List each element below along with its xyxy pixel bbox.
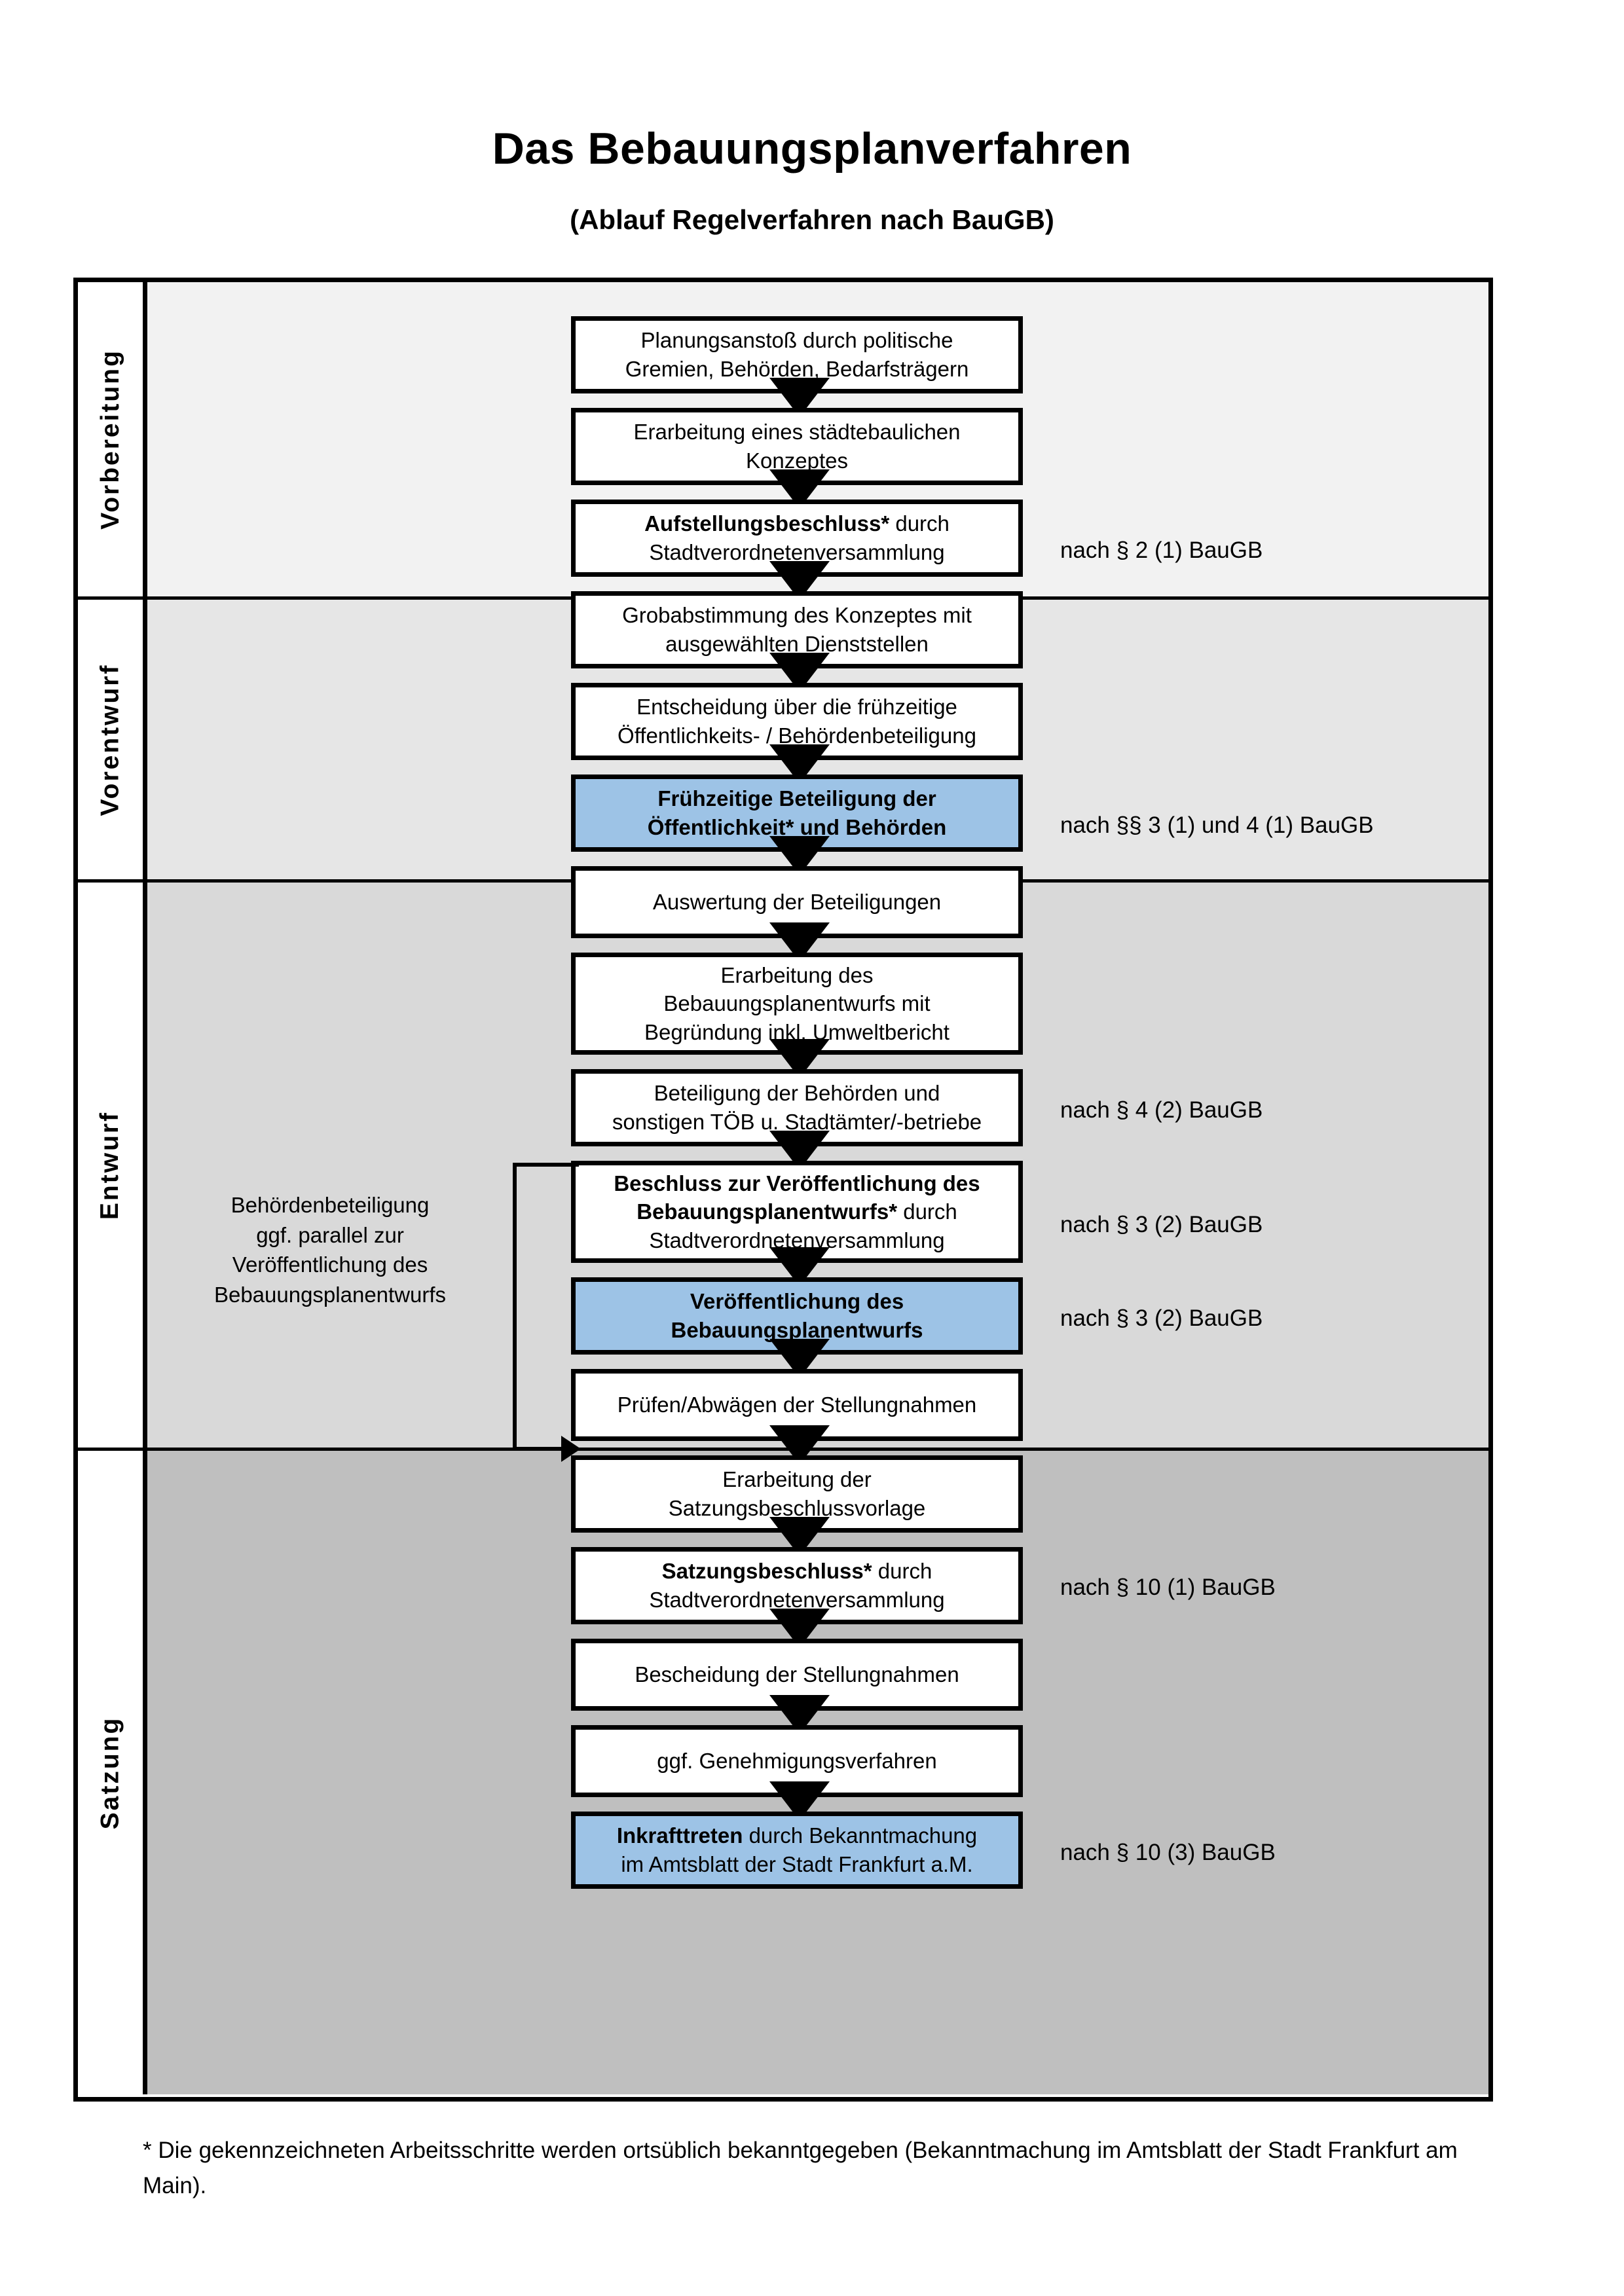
step-line-1: ggf. Genehmigungsverfahren — [657, 1749, 937, 1774]
phase-label-entwurf: Entwurf — [78, 883, 147, 1448]
step-line-2: ausgewählten Dienststellen — [665, 632, 929, 656]
step-satzungsbeschluss[interactable]: Satzungsbeschluss* durch Stadtverordnete… — [571, 1547, 1023, 1624]
side-note-behoerdenbeteiligung: Behördenbeteiligung ggf. parallel zur Ve… — [189, 1190, 471, 1309]
legal-ref-par3-2-b: nach § 3 (2) BauGB — [1060, 1305, 1263, 1331]
process-flowchart: Vorbereitung Vorentwurf Entwurf Satzung … — [73, 278, 1493, 2102]
side-note-line-4: Bebauungsplanentwurfs — [213, 1282, 447, 1307]
step-line-1: durch — [872, 1559, 932, 1584]
step-line-2: Gremien, Behörden, Bedarfsträgern — [625, 357, 969, 381]
step-line-2: Öffentlichkeits- / Behördenbeteiligung — [618, 723, 976, 748]
step-line-1: Planungsanstoß durch politische — [640, 328, 953, 353]
legal-ref-par10-3: nach § 10 (3) BauGB — [1060, 1840, 1276, 1865]
document-header: Das Bebauungsplanverfahren (Ablauf Regel… — [0, 0, 1624, 235]
step-line-1: Erarbeitung des — [720, 962, 874, 987]
step-line-1: durch Bekanntmachung — [743, 1823, 978, 1848]
step-line-1: Auswertung der Beteiligungen — [652, 890, 942, 915]
loop-arrowhead-icon — [561, 1436, 581, 1462]
legal-ref-par10-1: nach § 10 (1) BauGB — [1060, 1575, 1276, 1600]
step-line-2: Satzungsbeschlussvorlage — [668, 1496, 926, 1520]
step-line-2-bold: Öffentlichkeit* und Behörden — [647, 815, 947, 839]
step-line-2: Stadtverordnetenversammlung — [649, 1588, 945, 1612]
page-title: Das Bebauungsplanverfahren — [492, 124, 1132, 173]
step-line-2: Konzeptes — [746, 448, 848, 473]
side-note-line-2: ggf. parallel zur — [256, 1222, 404, 1247]
loop-segment-top — [513, 1163, 579, 1167]
legal-ref-par4-2: nach § 4 (2) BauGB — [1060, 1097, 1263, 1123]
phase-label-text: Vorentwurf — [96, 663, 124, 816]
step-line-1-bold: Veröffentlichung des — [690, 1289, 904, 1314]
parallel-loop-connector — [504, 1163, 581, 1462]
footnote: * Die gekennzeichneten Arbeitsschritte w… — [143, 2138, 1458, 2199]
step-entscheidung-fruehzeitig[interactable]: Entscheidung über die frühzeitige Öffent… — [571, 683, 1023, 760]
step-line-1: Erarbeitung der — [722, 1467, 872, 1492]
legal-ref-par2-1: nach § 2 (1) BauGB — [1060, 538, 1263, 563]
step-line-2: Stadtverordnetenversammlung — [649, 540, 945, 564]
loop-segment-bottom — [513, 1447, 564, 1451]
phase-label-text: Vorbereitung — [96, 349, 124, 530]
step-aufstellungsbeschluss[interactable]: Aufstellungsbeschluss* durch Stadtverord… — [571, 500, 1023, 577]
step-line-1-bold: Beschluss zur Veröffentlichung des — [614, 1171, 980, 1195]
step-line-1: Grobabstimmung des Konzeptes mit — [622, 603, 972, 628]
step-line-2-bold: Bebauungsplanentwurfs — [671, 1318, 923, 1342]
loop-segment-left — [513, 1163, 517, 1451]
step-line-1: Bescheidung der Stellungnahmen — [635, 1662, 959, 1687]
legal-ref-par3-2-a: nach § 3 (2) BauGB — [1060, 1212, 1263, 1237]
phase-label-text: Satzung — [96, 1716, 124, 1829]
step-line-1-bold: Frühzeitige Beteiligung der — [657, 786, 936, 811]
legal-ref-par3-4-1: nach §§ 3 (1) und 4 (1) BauGB — [1060, 812, 1374, 838]
page-subtitle: (Ablauf Regelverfahren nach BauGB) — [570, 204, 1054, 235]
step-line-2: Bebauungsplanentwurfs mit — [663, 991, 931, 1016]
phase-label-satzung: Satzung — [78, 1451, 147, 2094]
phase-label-text: Entwurf — [96, 1110, 124, 1220]
phase-label-vorentwurf: Vorentwurf — [78, 600, 147, 879]
step-line-1-bold: Aufstellungsbeschluss* — [644, 511, 890, 536]
flow-overlay: Planungsanstoß durch politische Gremien,… — [78, 282, 1498, 2106]
side-note-line-1: Behördenbeteiligung — [231, 1193, 430, 1217]
step-satzungsbeschlussvorlage[interactable]: Erarbeitung der Satzungsbeschlussvorlage — [571, 1455, 1023, 1533]
step-line-2: sonstigen TÖB u. Stadtämter/-betriebe — [612, 1110, 982, 1134]
step-inkrafttreten[interactable]: Inkrafttreten durch Bekanntmachung im Am… — [571, 1812, 1023, 1889]
step-line-2-bold: Bebauungsplanentwurfs* — [637, 1199, 898, 1224]
step-line-1: Erarbeitung eines städtebaulichen — [633, 420, 961, 445]
step-line-1: durch — [889, 511, 950, 536]
step-line-2: im Amtsblatt der Stadt Frankfurt a.M. — [621, 1852, 973, 1876]
step-line-2: durch — [897, 1199, 957, 1224]
step-line-1: Beteiligung der Behörden und — [654, 1081, 940, 1106]
step-line-1-bold: Satzungsbeschluss* — [661, 1559, 872, 1584]
step-line-1: Prüfen/Abwägen der Stellungnahmen — [617, 1393, 977, 1417]
side-note-line-3: Veröffentlichung des — [232, 1252, 428, 1277]
step-line-1-bold: Inkrafttreten — [616, 1823, 743, 1848]
phase-label-vorbereitung: Vorbereitung — [78, 282, 147, 596]
step-line-1: Entscheidung über die frühzeitige — [637, 695, 957, 720]
step-staedtebauliches-konzept[interactable]: Erarbeitung eines städtebaulichen Konzep… — [571, 408, 1023, 485]
